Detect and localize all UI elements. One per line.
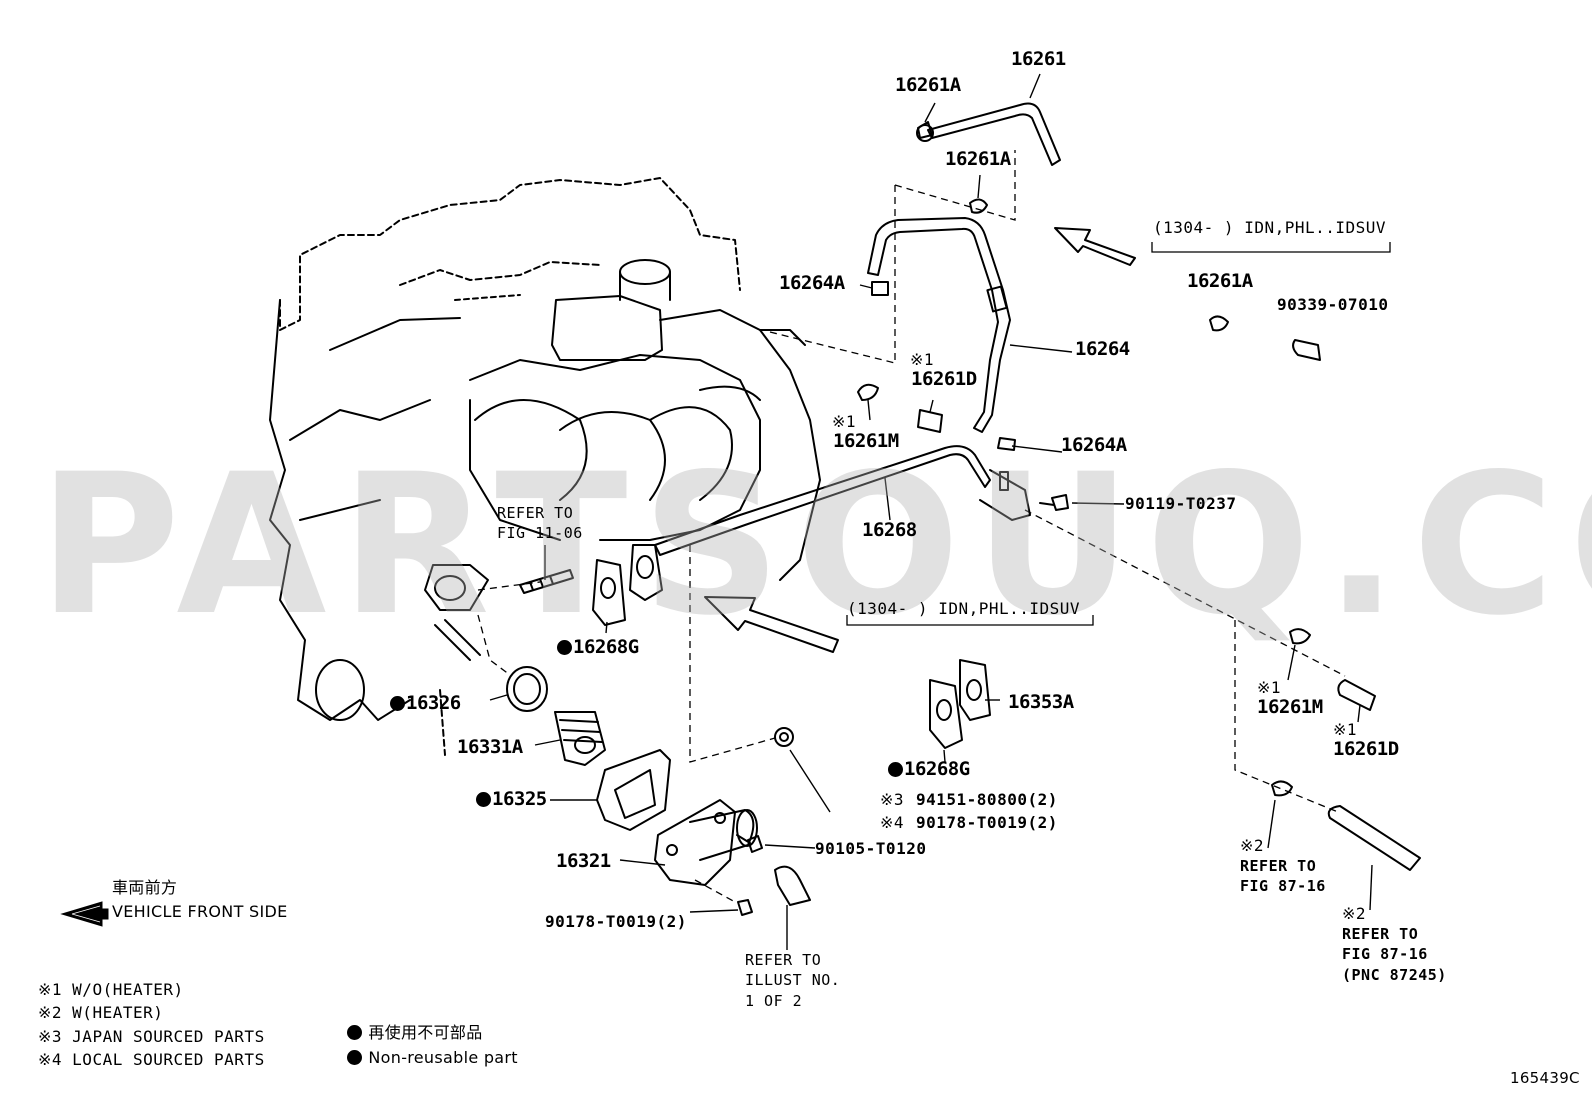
label-16325[interactable]: 16325 [492, 788, 547, 810]
hose-16261 [916, 102, 1061, 166]
label-16321[interactable]: 16321 [556, 850, 611, 872]
leader-lines [489, 73, 1373, 950]
label-90178-T0019-a[interactable]: 90178-T0019(2) [916, 813, 1058, 832]
label-16261M-upper[interactable]: 16261M [833, 430, 899, 452]
non-reusable-dot [476, 792, 491, 807]
label-16264A-lower[interactable]: 16264A [1061, 434, 1127, 456]
range-label-lower: (1304- ) IDN,PHL..IDSUV [847, 599, 1081, 618]
legend-nonreusable-jp: 再使用不可部品 [368, 1023, 483, 1042]
legend-note2: ※2 W(HEATER) [38, 1003, 164, 1022]
mark-note1-b: ※1 [832, 412, 857, 431]
refer-fig-87-16-b[interactable]: REFER TO FIG 87-16 (PNC 87245) [1342, 925, 1447, 984]
legend-note1: ※1 W/O(HEATER) [38, 980, 184, 999]
vehicle-front-jp: 車両前方 [112, 878, 178, 897]
legend-note3: ※3 JAPAN SOURCED PARTS [38, 1027, 265, 1046]
label-16261A-mid[interactable]: 16261A [945, 148, 1011, 170]
range-brackets [846, 242, 1391, 626]
legend-nonreusable-en: Non-reusable part [368, 1048, 518, 1067]
label-90339-07010[interactable]: 90339-07010 [1277, 295, 1389, 314]
label-16261A-right[interactable]: 16261A [1187, 270, 1253, 292]
label-94151-80800[interactable]: 94151-80800(2) [916, 790, 1058, 809]
non-reusable-dot [390, 696, 405, 711]
arrow-lower [704, 596, 839, 653]
label-16264A-upper[interactable]: 16264A [779, 272, 845, 294]
label-16261M-lower[interactable]: 16261M [1257, 696, 1323, 718]
figure-id: 165439C [1510, 1069, 1580, 1087]
hose-16264 [867, 217, 1011, 433]
label-16268G-right[interactable]: 16268G [904, 758, 970, 780]
dashed-guides [477, 150, 1346, 903]
pipe-16268 [654, 445, 1031, 556]
label-16261A-top[interactable]: 16261A [895, 74, 961, 96]
mark-note1-a: ※1 [910, 350, 935, 369]
label-16353A[interactable]: 16353A [1008, 691, 1074, 713]
legend-dot-jp [347, 1025, 362, 1040]
mark-note2-a: ※2 [1240, 836, 1265, 855]
label-16331A[interactable]: 16331A [457, 736, 523, 758]
label-16268G-left[interactable]: 16268G [573, 636, 639, 658]
legend-note4: ※4 LOCAL SOURCED PARTS [38, 1050, 265, 1069]
bolts [736, 494, 1069, 916]
refer-fig-87-16-a[interactable]: REFER TO FIG 87-16 [1240, 857, 1326, 896]
water-inlet-16321 [654, 799, 758, 886]
label-16261D-lower[interactable]: 16261D [1333, 738, 1399, 760]
non-reusable-dot [888, 762, 903, 777]
vehicle-front-arrow [60, 901, 109, 927]
refer-illust-1-of-2[interactable]: REFER TO ILLUST NO. 1 OF 2 [745, 951, 841, 1010]
legend-dot-en [347, 1050, 362, 1065]
refer-fig-11-06[interactable]: REFER TO FIG 11-06 [497, 504, 583, 543]
label-16326[interactable]: 16326 [406, 692, 461, 714]
mark-note1-c: ※1 [1257, 678, 1282, 697]
right-hoses [1292, 339, 1421, 871]
clips [857, 121, 1311, 797]
gaskets [424, 544, 991, 749]
mark-note4: ※4 [880, 813, 905, 832]
mark-note3: ※3 [880, 790, 905, 809]
label-90178-T0019-b[interactable]: 90178-T0019(2) [545, 912, 687, 931]
intake-manifold [469, 259, 821, 581]
mark-note1-d: ※1 [1333, 720, 1358, 739]
non-reusable-dot [557, 640, 572, 655]
thermostat [554, 711, 606, 766]
vehicle-front-en: VEHICLE FRONT SIDE [112, 902, 288, 921]
hose-end-center [774, 865, 811, 906]
label-16261[interactable]: 16261 [1011, 48, 1066, 70]
arrow-upper [1054, 227, 1136, 266]
range-label-upper: (1304- ) IDN,PHL..IDSUV [1153, 218, 1387, 237]
mark-note2-b: ※2 [1342, 904, 1367, 923]
label-90105-T0120[interactable]: 90105-T0120 [815, 839, 927, 858]
label-16264[interactable]: 16264 [1075, 338, 1130, 360]
label-90119-T0237[interactable]: 90119-T0237 [1125, 494, 1237, 513]
gasket-16325 [596, 749, 671, 831]
stud [519, 569, 574, 594]
engine-block [269, 177, 741, 756]
label-16261D-upper[interactable]: 16261D [911, 368, 977, 390]
label-16268[interactable]: 16268 [862, 519, 917, 541]
